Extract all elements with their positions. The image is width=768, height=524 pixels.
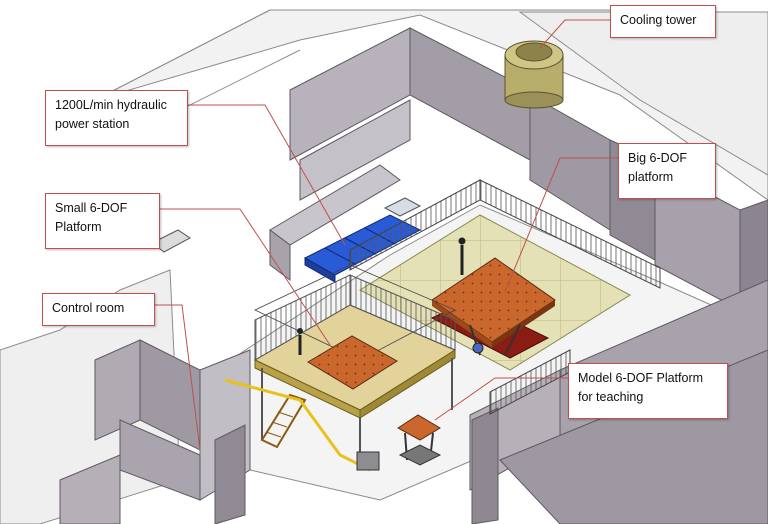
small-platform-model [224,264,457,472]
leader-big-platform [504,157,618,293]
label-model-platform-line-2: for teaching [578,390,644,404]
label-small-platform-line-2: Platform [55,220,102,234]
label-big-platform-line-1: Big 6-DOF [628,151,688,165]
label-small-platform-line-1: Small 6-DOF [55,201,128,215]
label-small-platform: Small 6-DOF Platform [45,193,160,249]
label-cooling-tower: Cooling tower [610,5,716,38]
leader-control-room [155,304,201,451]
label-model-platform-line-1: Model 6-DOF Platform [578,371,704,385]
leader-small-platform [160,208,331,346]
label-model-platform: Model 6-DOF Platform for teaching [568,363,728,419]
label-hydraulic-station-line-2: power station [55,117,130,131]
label-hydraulic-station: 1200L/min hydraulic power station [45,90,188,146]
label-big-platform-line-2: platform [628,170,674,184]
label-control-room-line-1: Control room [52,301,125,315]
label-cooling-tower-line-1: Cooling tower [620,13,697,27]
big-platform-model [430,237,556,359]
cooling-tower-model [504,40,564,109]
model-platform-model [397,414,442,466]
leader-hydraulic-station [188,104,346,246]
label-big-platform: Big 6-DOF platform [618,143,716,199]
leader-cooling-tower [539,19,610,49]
label-control-room: Control room [42,293,155,326]
label-hydraulic-station-line-1: 1200L/min hydraulic [55,98,167,112]
back-railing [349,179,661,289]
leader-model-platform [434,377,568,421]
roof-hatch [151,229,191,253]
leader-lines [155,19,618,451]
